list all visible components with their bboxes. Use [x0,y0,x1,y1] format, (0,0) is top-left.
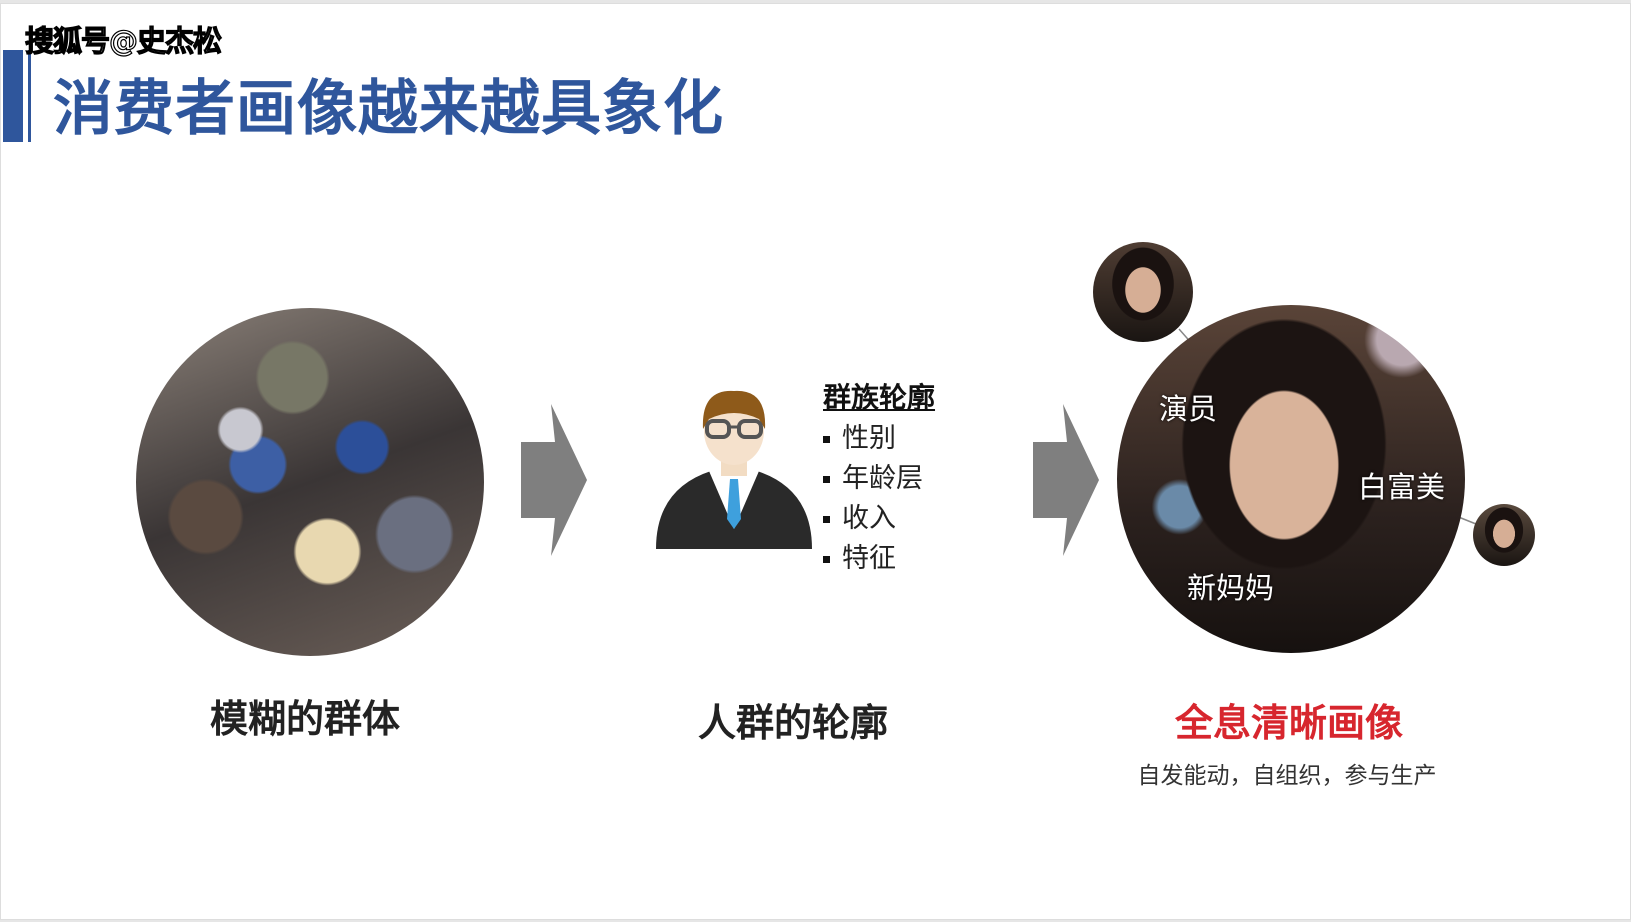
label-rich: 白富美 [1358,470,1446,504]
caption-left: 模糊的群体 [209,697,401,741]
title-accent-bar [3,50,23,142]
crowd-image [136,308,484,656]
slide: 搜狐号@史杰松 消费者画像越来越具象化 群族轮廓 性别 年龄层 收入 特征 演员… [0,3,1631,920]
person-icon [656,390,812,549]
label-mom: 新妈妈 [1187,571,1275,605]
profile-item: 性别 [823,416,896,455]
profile-item-label: 年龄层 [842,463,923,494]
profile-item: 年龄层 [823,456,923,495]
profile-item-label: 特征 [842,543,896,574]
arrow-right-icon [1033,404,1099,556]
profile-item-label: 性别 [842,423,896,454]
watermark: 搜狐号@史杰松 [24,23,222,58]
label-actor: 演员 [1159,392,1218,426]
title-accent-line [28,50,31,142]
caption-right: 全息清晰画像 [1174,701,1404,745]
portrait-thumbnail [1093,242,1193,342]
arrow-right-icon [521,404,587,556]
profile-heading: 群族轮廓 [823,381,936,414]
profile-item: 收入 [823,496,896,535]
caption-middle: 人群的轮廓 [697,701,889,745]
profile-item-label: 收入 [842,503,896,534]
page-title: 消费者画像越来越具象化 [53,74,724,144]
caption-right-subtitle: 自发能动，自组织，参与生产 [1137,763,1437,789]
portrait-thumbnail [1473,504,1535,566]
profile-item: 特征 [823,536,896,575]
portrait-image [1117,305,1465,653]
